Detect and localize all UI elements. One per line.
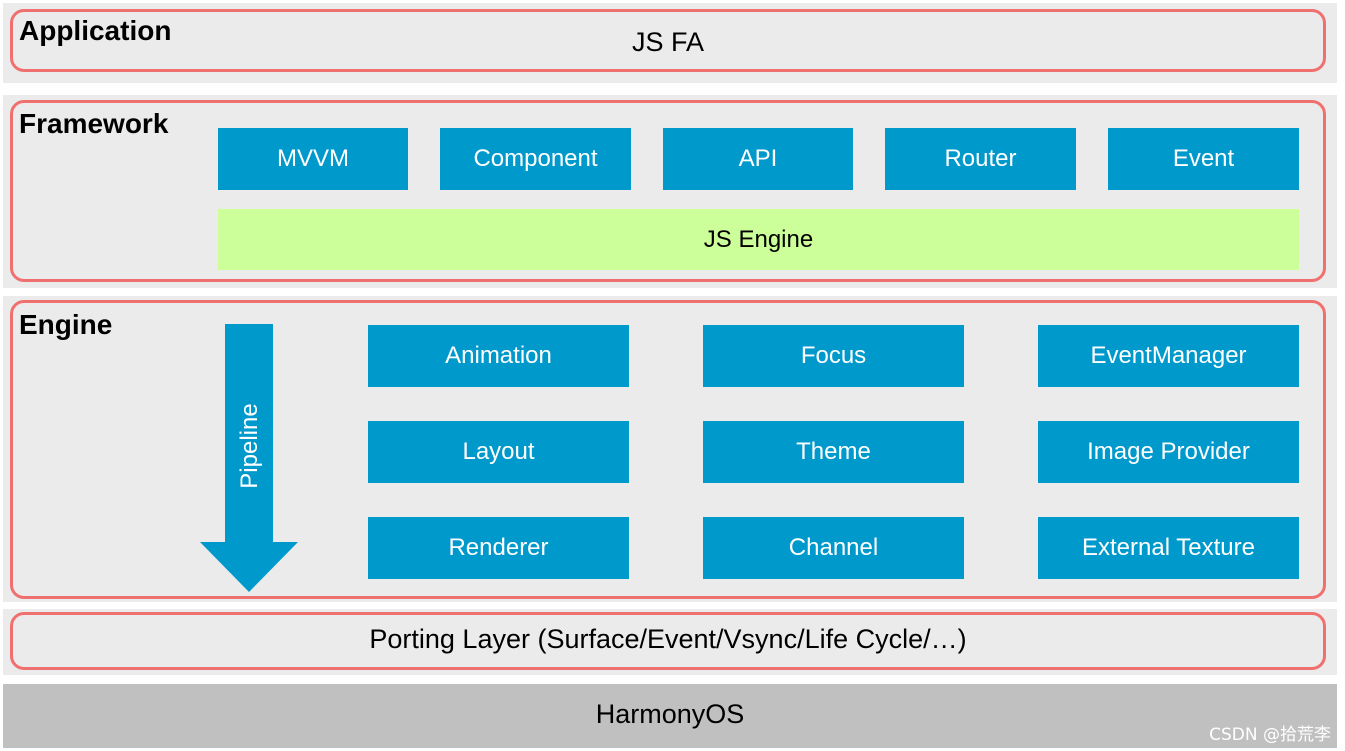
harmonyos-layer (3, 684, 1337, 748)
engine-module-theme: Theme (703, 421, 964, 483)
engine-module-image-provider: Image Provider (1038, 421, 1299, 483)
application-layer (10, 9, 1326, 72)
engine-module-focus: Focus (703, 325, 964, 387)
engine-module-eventmanager: EventManager (1038, 325, 1299, 387)
engine-module-renderer: Renderer (368, 517, 629, 579)
framework-module-api: API (663, 128, 853, 190)
application-layer-title: Application (19, 15, 172, 46)
porting-layer-label: Porting Layer (Surface/Event/Vsync/Life … (369, 624, 967, 654)
engine-layer (10, 300, 1326, 599)
framework-layer (10, 100, 1326, 282)
harmonyos-label: HarmonyOS (595, 699, 745, 729)
pipeline-label: Pipeline (236, 403, 263, 489)
engine-module-external-texture: External Texture (1038, 517, 1299, 579)
pipeline-arrow-icon (200, 324, 298, 592)
engine-module-layout: Layout (368, 421, 629, 483)
porting-layer-background (3, 609, 1337, 675)
engine-module-channel: Channel (703, 517, 964, 579)
engine-module-animation: Animation (368, 325, 629, 387)
framework-layer-title: Framework (19, 108, 169, 139)
engine-layer-title: Engine (19, 309, 113, 340)
framework-module-event: Event (1108, 128, 1299, 190)
framework-module-router: Router (885, 128, 1076, 190)
js-fa-label: JS FA (631, 27, 705, 57)
js-engine-bar: JS Engine (218, 209, 1299, 270)
csdn-watermark: CSDN @拾荒李 (1209, 725, 1331, 745)
framework-module-component: Component (440, 128, 631, 190)
framework-module-mvvm: MVVM (218, 128, 408, 190)
porting-layer (10, 612, 1326, 670)
